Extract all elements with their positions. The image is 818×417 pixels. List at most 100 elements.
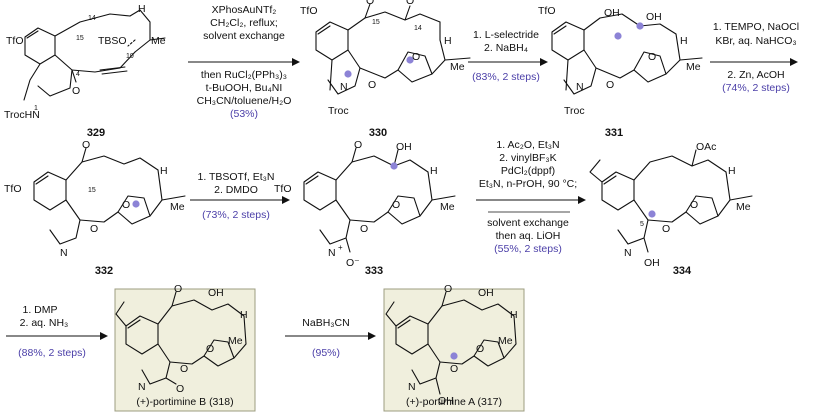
compound-label-333: 333 (365, 265, 383, 277)
atom-label: N (576, 81, 584, 93)
atom-label: TrocHN (4, 109, 40, 121)
atom-label: OH (604, 7, 620, 19)
arrowhead-step-1 (292, 58, 300, 66)
atom-label: O (82, 139, 90, 151)
atom-label: OH (644, 257, 660, 269)
atom-label: H (240, 309, 248, 321)
structure-portimine-a (385, 291, 517, 395)
atom-label: N (624, 247, 632, 259)
atom-label: O (444, 283, 452, 295)
atom-label: TfO (4, 183, 22, 195)
portimine-b-highlight-box (114, 288, 256, 412)
atom-label: O (206, 343, 214, 355)
atom-label: O (406, 0, 414, 7)
structure-332 (33, 147, 186, 245)
atom-label: H (444, 35, 452, 47)
atom-label: Me (450, 61, 465, 73)
structure-333 (303, 147, 456, 253)
atom-label: O (180, 363, 188, 375)
structure-330 (315, 3, 471, 95)
compound-label-portimine-b: (+)-portimine B (318) (136, 396, 233, 408)
stereocentre-dot (614, 32, 622, 40)
step-4-condition: 1. TBSOTf, Et₃N (197, 171, 274, 183)
structure-331 (551, 13, 703, 95)
atom-label: TfO (538, 5, 556, 17)
atom-number: 5 (640, 221, 644, 228)
stereocentre-dot (648, 210, 656, 218)
stereocentre-dot (132, 200, 140, 208)
atom-label: N (328, 247, 336, 259)
step-2-yield: (83%, 2 steps) (472, 71, 540, 83)
compound-label-330: 330 (369, 127, 387, 139)
step-3-condition: 1. TEMPO, NaOCl (713, 21, 799, 33)
step-3-condition: KBr, aq. NaHCO₃ (715, 35, 796, 47)
atom-label: TBSO (98, 35, 127, 47)
atom-label: O (366, 0, 374, 7)
atom-number: 15 (372, 19, 380, 26)
arrowhead-step-7 (368, 332, 376, 340)
atom-label: N (340, 81, 348, 93)
atom-label: Me (440, 201, 455, 213)
atom-label: OAc (696, 141, 716, 153)
step-5-yield: (55%, 2 steps) (494, 243, 562, 255)
atom-label: OH (646, 11, 662, 23)
step-5-condition: solvent exchange (487, 217, 569, 229)
atom-label: O (368, 79, 376, 91)
atom-label: O⁻ (346, 257, 360, 269)
step-4-condition: 2. DMDO (214, 184, 258, 196)
step-5-condition: 1. Ac₂O, Et₃N (496, 139, 559, 151)
step-5-condition: then aq. LiOH (496, 230, 561, 242)
step-1-condition: then RuCl₂(PPh₃)₃ (201, 69, 287, 81)
atom-label: N (138, 381, 146, 393)
atom-number: 15 (88, 187, 96, 194)
structure-334 (589, 149, 753, 253)
compound-label-329: 329 (87, 127, 105, 139)
atom-label: O (606, 79, 614, 91)
compound-label-332: 332 (95, 265, 113, 277)
step-6-condition: 1. DMP (22, 304, 57, 316)
atom-label: H (138, 3, 146, 15)
atom-label: O (412, 51, 420, 63)
atom-label: O (662, 223, 670, 235)
step-4-yield: (73%, 2 steps) (202, 209, 270, 221)
atom-label: H (728, 165, 736, 177)
atom-label: Me (170, 201, 185, 213)
step-7-condition: NaBH₃CN (302, 317, 349, 329)
step-6-yield: (88%, 2 steps) (18, 347, 86, 359)
step-1-condition: CH₂Cl₂, reflux; (210, 17, 278, 29)
atom-label: Troc (328, 105, 349, 117)
step-1-condition: XPhosAuNTf₂ (212, 4, 277, 16)
step-2-condition: 1. L-selectride (473, 29, 539, 41)
arrowhead-step-5 (578, 196, 586, 204)
atom-label: OH (478, 287, 494, 299)
step-3-yield: (74%, 2 steps) (722, 82, 790, 94)
atom-label: H (160, 165, 168, 177)
atom-label: O (90, 223, 98, 235)
stereocentre-dot (390, 162, 398, 170)
atom-label: Me (151, 35, 166, 47)
atom-label: + (338, 243, 343, 252)
step-1-condition: CH₃CN/toluene/H₂O (197, 95, 292, 107)
stereocentre-dot (636, 22, 644, 30)
arrowhead-step-6 (100, 332, 108, 340)
atom-label: OH (208, 287, 224, 299)
atom-label: Me (498, 335, 513, 347)
atom-number: 4 (76, 71, 80, 78)
atom-label: N (60, 247, 68, 259)
atom-label: O (122, 199, 130, 211)
atom-label: O (176, 383, 184, 395)
step-3-condition: 2. Zn, AcOH (727, 69, 784, 81)
step-7-yield: (95%) (312, 347, 340, 359)
atom-label: O (360, 223, 368, 235)
atom-number: 14 (88, 15, 96, 22)
atom-label: O (392, 199, 400, 211)
atom-label: O (690, 199, 698, 211)
structure-329 (23, 9, 166, 101)
step-5-condition: Et₃N, n-PrOH, 90 °C; (479, 178, 577, 190)
atom-label: TfO (6, 35, 24, 47)
atom-label: O (354, 139, 362, 151)
atom-label: H (430, 165, 438, 177)
step-1-yield: (53%) (230, 108, 258, 120)
atom-label: OH (396, 141, 412, 153)
